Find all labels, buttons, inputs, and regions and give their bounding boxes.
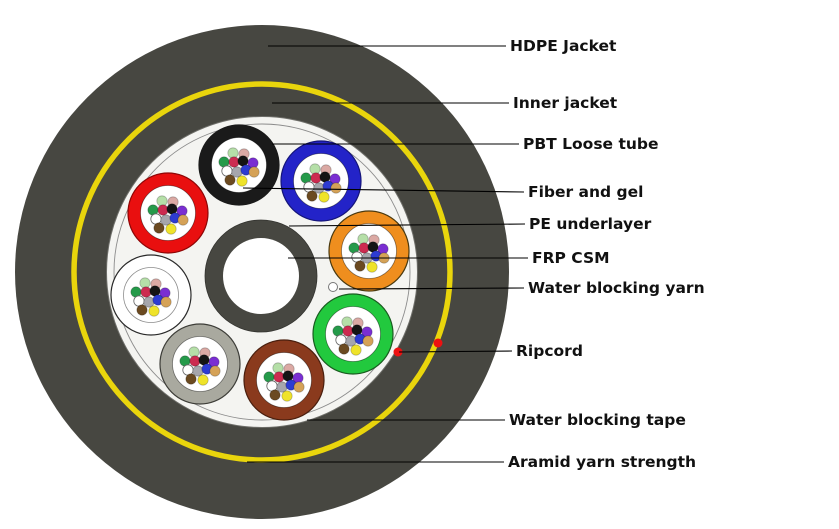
ripcord-dot-1 (393, 347, 403, 357)
loose-tube-blue (280, 140, 362, 222)
leader-line-fiber-and-gel (242, 187, 525, 193)
label-hdpe-jacket: HDPE Jacket (510, 37, 617, 55)
loose-tube-green (312, 293, 394, 375)
fiber-yellow-icon (236, 175, 248, 187)
loose-tube-gray (159, 323, 241, 405)
fiber-yellow-icon (148, 305, 160, 317)
annotation-inner-jacket: Inner jacket (272, 94, 618, 112)
fiber-yellow-icon (197, 374, 209, 386)
annotation-ripcord: Ripcord (398, 342, 583, 360)
fiber-brown-icon (269, 389, 281, 401)
loose-tube-brown (243, 339, 325, 421)
label-inner-jacket: Inner jacket (513, 94, 618, 112)
annotation-pe-underlayer: PE underlayer (288, 215, 652, 233)
loose-tube-red (127, 172, 209, 254)
leader-line-pe-underlayer (288, 223, 526, 227)
fiber-orange-icon (293, 381, 305, 393)
fiber-orange-icon (330, 182, 342, 194)
label-water-blocking-yarn: Water blocking yarn (528, 279, 705, 297)
annotation-water-blocking-tape: Water blocking tape (307, 411, 686, 429)
label-pbt-loose-tube: PBT Loose tube (523, 135, 659, 153)
fiber-orange-icon (362, 335, 374, 347)
label-aramid-yarn-strength: Aramid yarn strength (508, 453, 696, 471)
annotation-aramid-yarn-strength: Aramid yarn strength (247, 453, 696, 471)
fiber-brown-icon (136, 304, 148, 316)
annotation-pbt-loose-tube: PBT Loose tube (272, 135, 659, 153)
loose-tubes-layer (110, 124, 410, 421)
label-ripcord: Ripcord (516, 342, 583, 360)
leader-line-water-blocking-yarn (338, 287, 525, 290)
fiber-brown-icon (153, 222, 165, 234)
fiber-brown-icon (224, 174, 236, 186)
features-layer (328, 282, 443, 357)
fiber-yellow-icon (318, 191, 330, 203)
aramid-yarn-ring (71, 81, 453, 463)
water-blocking-tape-ring (113, 123, 411, 421)
fiber-yellow-icon (165, 223, 177, 235)
annotation-frp-csm: FRP CSM (288, 249, 610, 267)
label-water-blocking-tape: Water blocking tape (509, 411, 686, 429)
ripcord-dot-2 (433, 338, 443, 348)
label-fiber-and-gel: Fiber and gel (528, 183, 643, 201)
fiber-brown-icon (306, 190, 318, 202)
fiber-yellow-icon (366, 261, 378, 273)
annotation-hdpe-jacket: HDPE Jacket (268, 37, 617, 55)
loose-tube-orange (328, 210, 410, 292)
annotation-fiber-and-gel: Fiber and gel (242, 183, 643, 201)
fiber-yellow-icon (281, 390, 293, 402)
label-pe-underlayer: PE underlayer (529, 215, 652, 233)
loose-tube-black (198, 124, 280, 206)
frp-csm-core (223, 238, 299, 314)
fiber-brown-icon (354, 260, 366, 272)
water-blocking-yarn-dot (328, 282, 338, 292)
fiber-brown-icon (338, 343, 350, 355)
fiber-orange-icon (209, 365, 221, 377)
loose-tube-white (110, 254, 192, 336)
fiber-brown-icon (185, 373, 197, 385)
fiber-orange-icon (177, 214, 189, 226)
fiber-orange-icon (248, 166, 260, 178)
fiber-orange-icon (160, 296, 172, 308)
label-frp-csm: FRP CSM (532, 249, 610, 267)
annotation-water-blocking-yarn: Water blocking yarn (338, 279, 705, 297)
fiber-yellow-icon (350, 344, 362, 356)
leader-line-ripcord (398, 350, 513, 353)
